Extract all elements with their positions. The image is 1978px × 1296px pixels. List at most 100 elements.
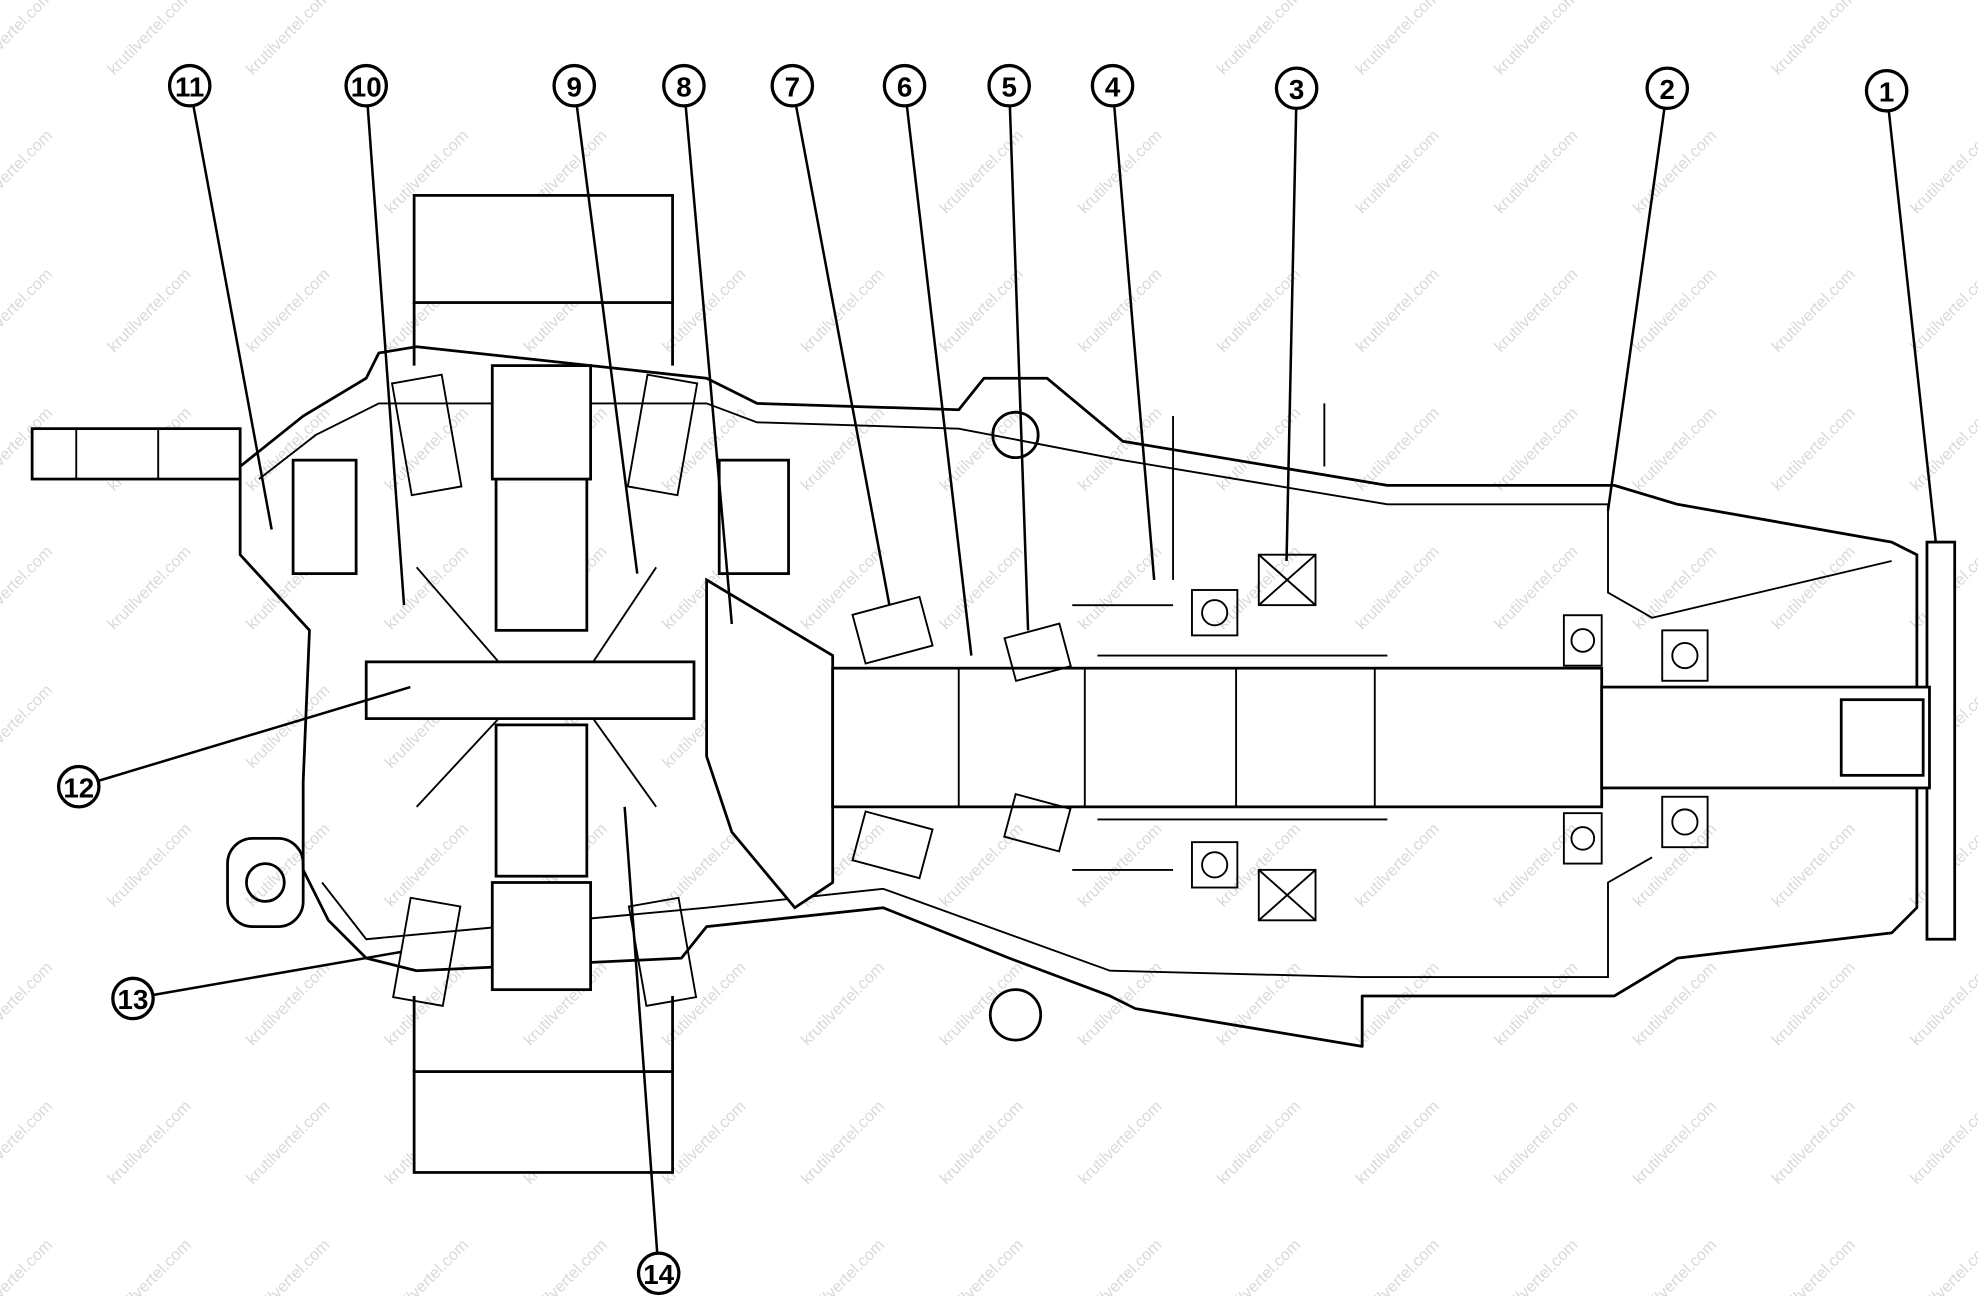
watermark-text: krutilvertel.com (1907, 127, 1978, 218)
callout-circle (1645, 66, 1690, 111)
watermark-text: krutilvertel.com (1630, 1236, 1721, 1296)
watermark-text: krutilvertel.com (1352, 0, 1443, 78)
watermark-text: krutilvertel.com (382, 820, 473, 911)
watermark-text: krutilvertel.com (1768, 959, 1859, 1050)
watermark-text: krutilvertel.com (1491, 127, 1582, 218)
watermark-text: krutilvertel.com (1768, 0, 1859, 78)
leader-line (366, 105, 406, 606)
watermark-text: krutilvertel.com (1214, 0, 1305, 78)
callout-number: 5 (1001, 71, 1016, 102)
watermark-text: krutilvertel.com (936, 543, 1027, 634)
callout-circle (662, 63, 706, 108)
callout-number: 10 (351, 71, 382, 102)
callout-number: 4 (1105, 71, 1121, 102)
watermark-text: krutilvertel.com (936, 265, 1027, 356)
watermark-text: krutilvertel.com (798, 959, 889, 1050)
callout-number: 3 (1289, 74, 1304, 105)
watermark-text: krutilvertel.com (1214, 1236, 1305, 1296)
differential-assembly (291, 364, 835, 1007)
callout-7: 7 (770, 63, 891, 606)
watermark-text: krutilvertel.com (1491, 820, 1582, 911)
watermark-text: krutilvertel.com (382, 1236, 473, 1296)
callout-1: 1 (1864, 68, 1938, 543)
watermark-text: krutilvertel.com (1491, 404, 1582, 495)
watermark-text: krutilvertel.com (936, 1236, 1027, 1296)
watermark-text: krutilvertel.com (520, 1236, 611, 1296)
leader-line (623, 806, 659, 1254)
watermark-text: krutilvertel.com (243, 1236, 334, 1296)
callout-circle (1090, 63, 1135, 108)
callout-11: 11 (167, 63, 273, 530)
watermark-text: krutilvertel.com (1768, 1097, 1859, 1188)
watermark-text: krutilvertel.com (1491, 959, 1582, 1050)
watermark-text: krutilvertel.com (1352, 959, 1443, 1050)
leader-line (794, 105, 891, 606)
leader-line (192, 105, 273, 530)
watermark-text: krutilvertel.com (104, 265, 195, 356)
callout-circle (111, 976, 155, 1021)
callout-number: 8 (676, 71, 691, 102)
watermark-text: krutilvertel.com (1907, 1097, 1978, 1188)
watermark-text: krutilvertel.com (798, 1097, 889, 1188)
watermark-text: krutilvertel.com (1907, 1236, 1978, 1296)
watermark-text: krutilvertel.com (243, 0, 334, 78)
callout-circle (882, 63, 927, 108)
watermark-text: krutilvertel.com (0, 959, 56, 1050)
watermark-text: krutilvertel.com (0, 543, 56, 634)
watermark-text: krutilvertel.com (1630, 404, 1721, 495)
watermark-text: krutilvertel.com (1075, 265, 1166, 356)
callout-circle (987, 63, 1031, 108)
watermark-text: krutilvertel.com (936, 820, 1027, 911)
watermark-text: krutilvertel.com (1768, 404, 1859, 495)
watermark-text: krutilvertel.com (798, 543, 889, 634)
watermark-text: krutilvertel.com (1352, 1097, 1443, 1188)
watermark-text: krutilvertel.com (0, 127, 56, 218)
callout-circle (167, 63, 212, 108)
watermark-text: krutilvertel.com (1630, 959, 1721, 1050)
watermark-text: krutilvertel.com (1768, 265, 1859, 356)
leader-line (1887, 110, 1938, 543)
callout-5: 5 (987, 63, 1031, 631)
leader-line (684, 105, 734, 625)
callout-number: 12 (63, 772, 94, 803)
callout-circle (770, 63, 815, 108)
callout-number: 2 (1660, 74, 1675, 105)
watermark-text: krutilvertel.com (243, 265, 334, 356)
leader-line (1285, 108, 1298, 562)
callout-number: 6 (897, 71, 912, 102)
watermark-text: krutilvertel.com (798, 1236, 889, 1296)
callout-circle (636, 1251, 681, 1296)
watermark-text: krutilvertel.com (1907, 959, 1978, 1050)
callout-circle (344, 63, 389, 108)
callout-3: 3 (1274, 66, 1319, 562)
leader-line (1008, 105, 1030, 631)
watermark-text: krutilvertel.com (104, 543, 195, 634)
watermark-text: krutilvertel.com (0, 0, 56, 78)
watermark-text: krutilvertel.com (1630, 543, 1721, 634)
watermark-text: krutilvertel.com (1352, 127, 1443, 218)
leader-line (97, 685, 411, 783)
leader-line (1112, 105, 1156, 581)
watermark-text: krutilvertel.com (1352, 820, 1443, 911)
watermark-text: krutilvertel.com (1491, 1097, 1582, 1188)
watermark-text: krutilvertel.com (1352, 1236, 1443, 1296)
watermark-text: krutilvertel.com (0, 681, 56, 772)
watermark-text: krutilvertel.com (0, 265, 56, 356)
watermark-text: krutilvertel.com (1352, 543, 1443, 634)
watermark-text: krutilvertel.com (1491, 1236, 1582, 1296)
callout-number: 11 (175, 71, 204, 102)
watermark-text: krutilvertel.com (1075, 1236, 1166, 1296)
pinion-and-output-assembly (831, 403, 1931, 922)
housing (30, 194, 1957, 1174)
watermark-text: krutilvertel.com (1491, 0, 1582, 78)
watermark-text: krutilvertel.com (1630, 265, 1721, 356)
watermark-text: krutilvertel.com (104, 1097, 195, 1188)
watermark-text: krutilvertel.com (104, 820, 195, 911)
watermark-text: krutilvertel.com (1075, 820, 1166, 911)
watermark-text: krutilvertel.com (1491, 265, 1582, 356)
callout-circle (1274, 66, 1319, 111)
watermark-text: krutilvertel.com (243, 681, 334, 772)
callout-10: 10 (344, 63, 406, 606)
